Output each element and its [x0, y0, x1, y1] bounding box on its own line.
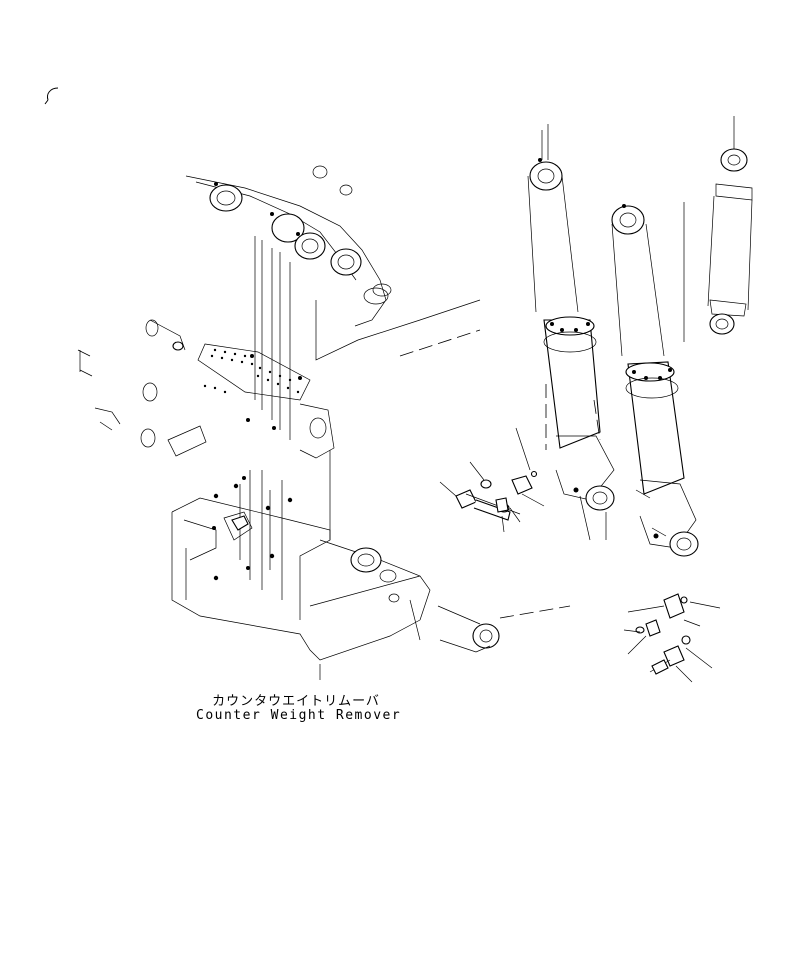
hydraulic-cylinder-1 — [527, 124, 615, 541]
caption-english: Counter Weight Remover — [196, 708, 402, 723]
fastener-set-1 — [439, 427, 545, 533]
upper-frame-assembly — [77, 165, 481, 540]
hydraulic-cylinder-3 — [683, 116, 753, 342]
corner-mark — [44, 87, 59, 105]
lower-base-assembly — [171, 470, 571, 680]
hydraulic-cylinder-2 — [573, 204, 699, 557]
fastener-set-2 — [623, 593, 721, 683]
caption-japanese: カウンタウエイトリムーバ — [212, 694, 380, 709]
